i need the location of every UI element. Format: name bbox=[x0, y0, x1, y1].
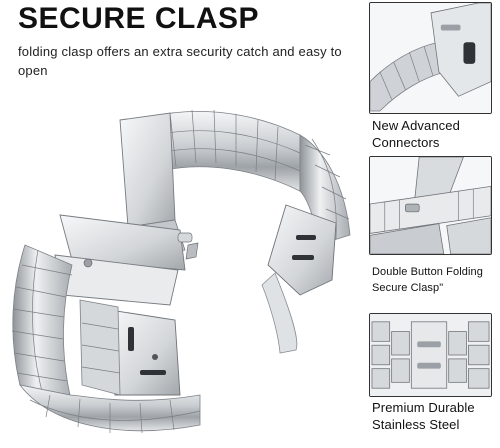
clasp-image bbox=[370, 157, 491, 254]
feature-panel-steel bbox=[369, 313, 492, 397]
watch-band-product-image bbox=[0, 95, 360, 448]
feature-panel-clasp bbox=[369, 156, 492, 255]
feature-caption-connectors: New Advanced Connectors bbox=[372, 118, 460, 150]
feature-caption-clasp: Double Button Folding Secure Clasp" bbox=[372, 266, 483, 294]
subheadline: folding clasp offers an extra security c… bbox=[18, 44, 342, 78]
feature-panel-connectors bbox=[369, 2, 492, 114]
watch-band-illustration bbox=[11, 109, 351, 434]
feature-caption-steel: Premium Durable Stainless Steel bbox=[372, 400, 475, 432]
headline: SECURE CLASP bbox=[18, 2, 260, 35]
connector-image bbox=[370, 3, 491, 113]
steel-links-image bbox=[370, 314, 491, 396]
